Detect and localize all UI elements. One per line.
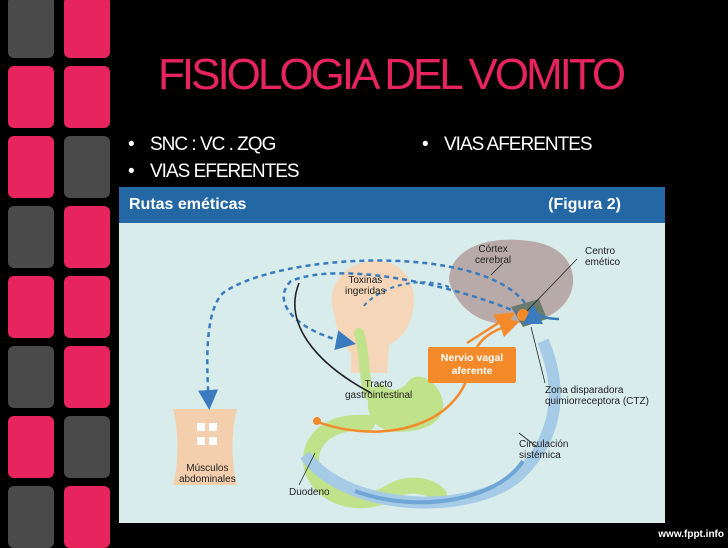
slide-title: FISIOLOGIA DEL VOMITO	[158, 50, 626, 99]
label-line: Centro	[585, 246, 616, 257]
vagal-afferent-path	[314, 318, 520, 433]
decorative-tile-column	[0, 0, 118, 548]
cortex-afferent-path	[294, 282, 372, 394]
tile-pink	[64, 486, 110, 548]
emetic-pathways-figure: Rutas eméticas (Figura 2)	[119, 187, 665, 523]
label-zona-ctz: Zona disparadora quimiorreceptora (CTZ)	[545, 385, 649, 407]
bullet-dot: •	[128, 134, 135, 155]
label-line: quimiorreceptora (CTZ)	[545, 396, 649, 407]
ctz-feedback-arrow	[523, 304, 560, 325]
label-toxinas: Toxinas ingeridas	[345, 275, 386, 297]
tile-pink	[64, 0, 110, 58]
tile-pink	[8, 276, 54, 338]
tile-gray	[8, 486, 54, 548]
label-line: Nervio vagal	[440, 352, 504, 364]
label-line: gastrointestinal	[345, 390, 413, 401]
tile-gray	[64, 136, 110, 198]
label-line: Zona disparadora	[545, 385, 624, 396]
label-centro-emetico: Centro emético	[585, 246, 620, 268]
bullet-text: VIAS AFERENTES	[444, 134, 593, 155]
label-line: Toxinas	[348, 275, 383, 286]
figure-header: Rutas eméticas (Figura 2)	[119, 187, 665, 223]
tile-gray	[64, 416, 110, 478]
tile-pink	[64, 346, 110, 408]
label-line: cerebral	[475, 255, 512, 266]
intestine-shape	[303, 414, 447, 509]
tile-pink	[8, 66, 54, 128]
leader-cortex	[490, 262, 504, 276]
efferent-path-return	[362, 281, 450, 308]
tile-pink	[8, 136, 54, 198]
abdominal-segment	[197, 423, 205, 431]
leader-circulacion	[518, 432, 538, 448]
tile-gray	[8, 0, 54, 58]
abdominal-muscles-shape	[173, 409, 237, 485]
bullet-item: • SNC : VC . ZQG	[128, 131, 299, 158]
efferent-path-to-muscles	[198, 259, 526, 410]
abdominal-segment	[209, 437, 217, 445]
leader-zona	[530, 326, 546, 384]
label-circulacion: Circulación sistémica	[519, 439, 568, 461]
tile-pink	[64, 276, 110, 338]
esophagus-shape	[354, 328, 374, 400]
leader-duodeno	[298, 452, 316, 486]
efferent-path-to-gut	[282, 272, 520, 350]
stomach-shape	[367, 376, 444, 432]
label-line: sistémica	[519, 450, 561, 461]
label-line: emético	[585, 257, 621, 268]
label-musculos: Músculos abdominales	[179, 463, 236, 485]
tile-gray	[8, 346, 54, 408]
brain-shape	[449, 239, 574, 324]
label-line: Circulación	[519, 439, 569, 450]
label-line: Córtex	[478, 244, 508, 255]
label-nervio-vagal: Nervio vagal aferente	[428, 347, 516, 383]
pathway-diagram	[173, 239, 578, 509]
tile-pink	[64, 66, 110, 128]
figure-number: (Figura 2)	[548, 196, 621, 213]
systemic-circulation-inner	[354, 459, 525, 505]
tile-gray	[8, 206, 54, 268]
gut-origin-dot	[313, 417, 321, 425]
bullet-text: VIAS EFERENTES	[150, 161, 300, 182]
leader-centro	[526, 258, 578, 312]
label-line: Músculos	[186, 463, 229, 474]
tile-pink	[8, 416, 54, 478]
bullet-text: SNC : VC . ZQG	[150, 134, 276, 155]
label-line: ingeridas	[345, 286, 386, 297]
bullet-dot: •	[422, 134, 429, 155]
label-duodeno: Duodeno	[289, 487, 330, 498]
label-tracto: Tracto gastrointestinal	[345, 379, 412, 401]
vagal-afferent-branch	[466, 312, 516, 345]
figure-title: Rutas eméticas	[129, 196, 247, 213]
label-cortex: Córtex cerebral	[475, 244, 511, 266]
abdominal-segment	[209, 423, 217, 431]
bullet-item: • VIAS EFERENTES	[128, 158, 300, 185]
abdominal-segment	[197, 437, 205, 445]
bullet-dot: •	[128, 161, 135, 182]
label-line: aferente	[451, 365, 493, 377]
label-line: abdominales	[179, 474, 236, 485]
bullet-list-right: • VIAS AFERENTES	[422, 131, 593, 158]
tile-pink	[64, 206, 110, 268]
bullet-list-left: • SNC : VC . ZQG • VIAS EFERENTES	[128, 131, 300, 185]
label-line: Tracto	[364, 379, 393, 390]
credit-watermark: www.fppt.info	[658, 529, 724, 540]
bullet-item: • VIAS AFERENTES	[422, 131, 593, 158]
